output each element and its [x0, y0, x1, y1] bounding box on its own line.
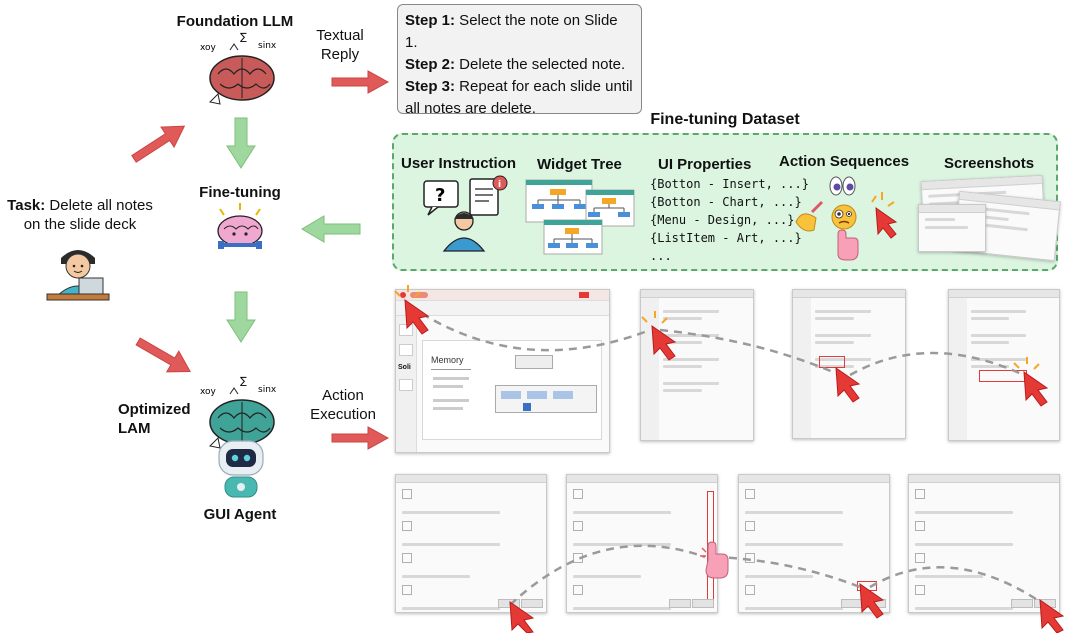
steps-reply-box: Step 1: Select the note on Slide 1. Step…	[397, 4, 642, 139]
step-1-label: Step 1:	[405, 12, 456, 29]
step-1: Step 1: Select the note on Slide 1.	[405, 10, 634, 54]
writing-hand-icon	[795, 200, 824, 232]
foundation-brain-icon: xoy ∑ sinx	[200, 32, 277, 105]
widget-tree-icon	[525, 179, 635, 255]
cursor-icon-6	[859, 582, 885, 619]
cursor-icon-5	[509, 600, 535, 633]
green-arrow-dataset-to-finetuning	[301, 215, 361, 243]
col-ui-properties: UI Properties	[658, 156, 752, 173]
svg-text:?: ?	[435, 185, 445, 206]
math-sinx-2: sinx	[258, 385, 277, 395]
dashed-path-6	[869, 566, 1046, 607]
foundation-llm-title: Foundation LLM	[176, 13, 294, 30]
ui-property-4: {ListItem - Art, ...}	[650, 231, 802, 245]
math-xoy-2: xoy	[200, 387, 217, 397]
action-execution-label: Action Execution	[298, 386, 388, 424]
ui-property-2: {Botton - Chart, ...}	[650, 195, 802, 209]
fine-tuning-brain-icon	[217, 203, 263, 249]
math-sum: ∑	[240, 32, 247, 43]
cursor-click-icon	[871, 192, 898, 239]
action-execution-line-2: Execution	[310, 406, 376, 423]
step-2: Step 2: Delete the selected note.	[405, 54, 634, 76]
svg-text:i: i	[498, 180, 501, 190]
gui-agent-label: GUI Agent	[203, 506, 277, 523]
slide-heading: Memory	[431, 355, 464, 365]
robot-icon	[218, 440, 264, 498]
dashed-path-1	[409, 304, 651, 352]
cursor-icon-1	[404, 298, 430, 335]
math-sum-2: ∑	[240, 376, 247, 387]
ui-property-1: {Botton - Insert, ...}	[650, 177, 809, 191]
cursor-icon-3	[835, 366, 861, 403]
dashed-path-2	[659, 328, 841, 377]
red-arrow-task-to-llm	[131, 125, 186, 163]
ui-property-3: {Menu - Design, ...}	[650, 213, 795, 227]
cursor-icon-4	[1023, 370, 1049, 407]
step-3: Step 3: Repeat for each slide until all …	[405, 76, 634, 120]
document-inspector-4	[908, 474, 1060, 613]
math-xoy: xoy	[200, 43, 217, 53]
step-3-label: Step 3:	[405, 78, 456, 95]
step-2-text: Delete the selected note.	[455, 56, 626, 73]
red-arrow-textual-reply	[331, 70, 390, 94]
step-3-text: Repeat for each slide until all notes ar…	[405, 78, 633, 117]
col-screenshots: Screenshots	[944, 155, 1035, 172]
task-text-line-2: on the slide deck	[23, 216, 137, 233]
optimized-lam-label: Optimized LAM	[118, 401, 191, 437]
dashed-path-3	[849, 351, 1029, 379]
fine-tuning-label: Fine-tuning	[199, 184, 281, 201]
ui-properties-list: {Botton - Insert, ...} {Botton - Chart, …	[650, 175, 809, 265]
screenshots-stack	[916, 174, 1061, 264]
task-text-line-1: Delete all notes	[49, 197, 153, 214]
dataset-title: Fine-tuning Dataset	[650, 111, 800, 128]
pointer-hand-icon	[837, 229, 859, 261]
dashed-path-5	[714, 555, 861, 589]
task-label: Task:	[7, 197, 46, 214]
green-arrow-down-1	[226, 117, 256, 169]
powerpoint-screenshot: Soli Memory	[395, 289, 610, 453]
col-user-instruction: User Instruction	[401, 155, 517, 172]
col-action-sequences: Action Sequences	[779, 153, 910, 170]
settings-screenshot-1	[640, 289, 754, 441]
action-sequences-icon	[795, 176, 898, 261]
dashed-path-4	[509, 544, 706, 606]
ui-property-5: ...	[650, 249, 672, 263]
cursor-icon-2	[651, 324, 677, 361]
user-laptop-icon	[46, 250, 110, 301]
math-sinx: sinx	[258, 41, 277, 51]
slide-side-label: Soli	[398, 364, 411, 371]
document-inspector-1	[395, 474, 547, 613]
task-description: Task: Delete all notes on the slide deck	[0, 196, 160, 234]
settings-screenshot-3	[948, 289, 1060, 441]
scroll-hand-icon	[700, 541, 729, 579]
col-widget-tree: Widget Tree	[537, 156, 622, 173]
red-arrow-action-execution	[331, 426, 390, 450]
textual-reply-label: Textual Reply	[300, 26, 380, 64]
cursor-icon-7	[1039, 598, 1065, 633]
user-instruction-icon: ? i	[423, 175, 508, 252]
step-1-text: Select the note on Slide 1.	[405, 12, 618, 51]
green-arrow-down-2	[226, 291, 256, 343]
red-arrow-task-to-lam	[135, 337, 191, 373]
action-execution-line-1: Action	[322, 387, 364, 404]
textual-reply-line-1: Textual	[316, 27, 364, 44]
textual-reply-line-2: Reply	[320, 46, 360, 63]
step-2-label: Step 2:	[405, 56, 456, 73]
stack-shot-3	[918, 204, 986, 252]
